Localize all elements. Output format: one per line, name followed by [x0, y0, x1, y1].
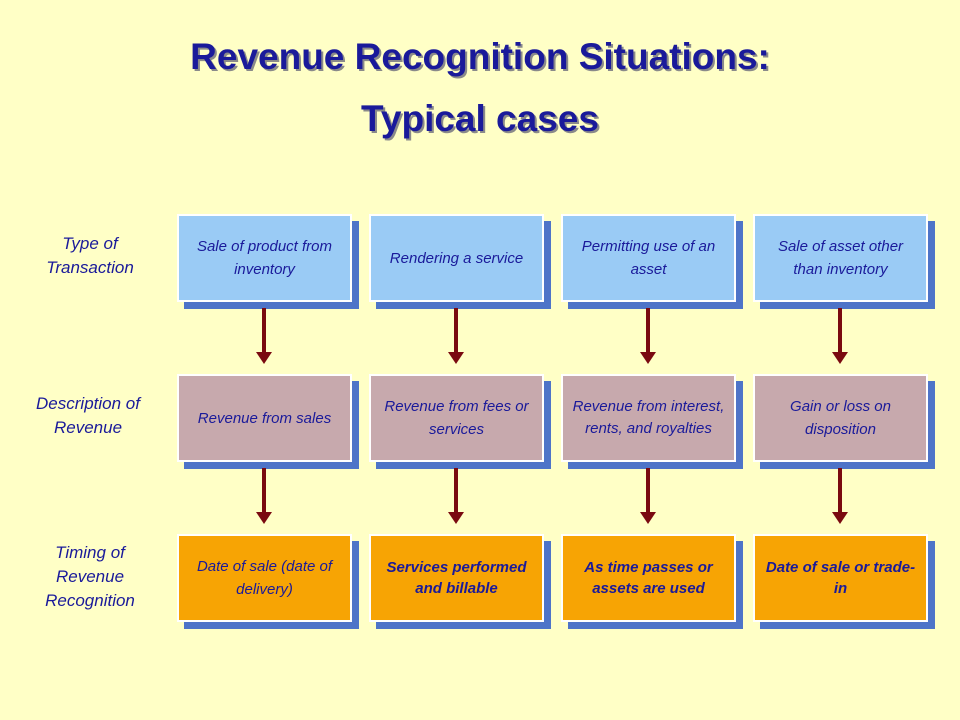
title-line-1: Revenue Recognition Situations: — [190, 36, 770, 77]
down-arrow-icon — [448, 468, 464, 524]
description-box-2: Revenue from fees or services — [369, 374, 551, 469]
timing-box-2: Services performed and billable — [369, 534, 551, 629]
down-arrow-icon — [256, 468, 272, 524]
timing-text-2: Services performed and billable — [369, 534, 544, 622]
description-box-1: Revenue from sales — [177, 374, 359, 469]
timing-text-1: Date of sale (date of delivery) — [177, 534, 352, 622]
down-arrow-icon — [640, 308, 656, 364]
down-arrow-icon — [832, 468, 848, 524]
description-text-1: Revenue from sales — [177, 374, 352, 462]
transaction-text-4: Sale of asset other than inventory — [753, 214, 928, 302]
timing-box-3: As time passes or assets are used — [561, 534, 743, 629]
row-label-description: Description of Revenue — [36, 394, 140, 437]
transaction-text-2: Rendering a service — [369, 214, 544, 302]
transaction-text-1: Sale of product from inventory — [177, 214, 352, 302]
transaction-box-1: Sale of product from inventory — [177, 214, 359, 309]
description-text-4: Gain or loss on disposition — [753, 374, 928, 462]
timing-box-4: Date of sale or trade-in — [753, 534, 935, 629]
transaction-box-4: Sale of asset other than inventory — [753, 214, 935, 309]
row-label-transaction: Type of Transaction — [46, 234, 134, 277]
transaction-box-2: Rendering a service — [369, 214, 551, 309]
down-arrow-icon — [448, 308, 464, 364]
transaction-text-3: Permitting use of an asset — [561, 214, 736, 302]
timing-text-4: Date of sale or trade-in — [753, 534, 928, 622]
row-label-timing: Timing of Revenue Recognition — [45, 543, 135, 610]
description-box-3: Revenue from interest, rents, and royalt… — [561, 374, 743, 469]
timing-text-3: As time passes or assets are used — [561, 534, 736, 622]
description-box-4: Gain or loss on disposition — [753, 374, 935, 469]
down-arrow-icon — [832, 308, 848, 364]
timing-box-1: Date of sale (date of delivery) — [177, 534, 359, 629]
title-line-2: Typical cases — [361, 98, 599, 139]
down-arrow-icon — [640, 468, 656, 524]
transaction-box-3: Permitting use of an asset — [561, 214, 743, 309]
description-text-3: Revenue from interest, rents, and royalt… — [561, 374, 736, 462]
description-text-2: Revenue from fees or services — [369, 374, 544, 462]
down-arrow-icon — [256, 308, 272, 364]
